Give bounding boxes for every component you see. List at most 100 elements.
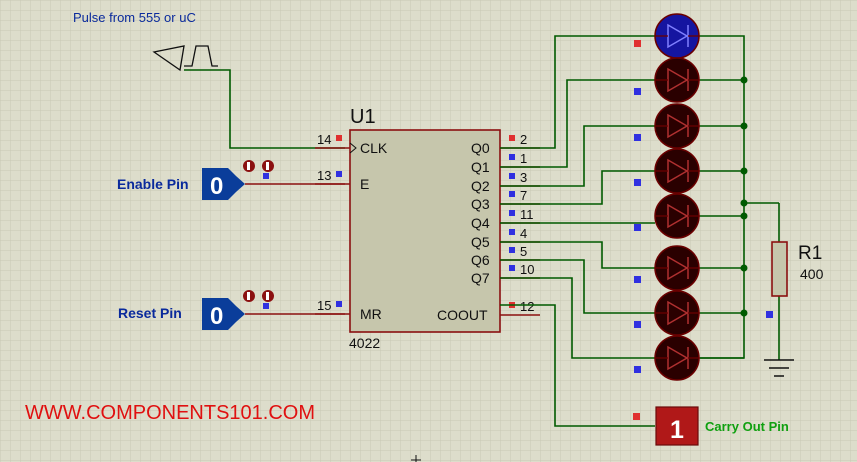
- led-diode-icon[interactable]: [654, 13, 700, 59]
- reset-label: Reset Pin: [118, 305, 182, 321]
- carry-logic-probe[interactable]: 1: [655, 406, 699, 446]
- junction-dot: [740, 199, 748, 207]
- chip-pin-number: 4: [520, 226, 527, 241]
- junction-dot: [740, 264, 748, 272]
- carry-probe-value: 1: [670, 416, 684, 444]
- chip-pin-marker: [509, 247, 515, 253]
- junction-dot: [740, 76, 748, 84]
- led-diode-icon[interactable]: [654, 103, 700, 149]
- chip-ref: U1: [350, 106, 376, 128]
- reset-probe-state-icon: [243, 290, 274, 302]
- chip-pin-marker: [509, 135, 515, 141]
- chip-pin-name: Q3: [471, 196, 490, 212]
- led-pin-marker: [634, 224, 641, 231]
- clock-triangle-icon: [349, 142, 357, 154]
- led-pin-marker: [634, 366, 641, 373]
- reset-pin-marker: [263, 303, 269, 309]
- chip-pin-marker: [509, 229, 515, 235]
- enable-probe-value: 0: [210, 173, 223, 200]
- chip-pin-name: Q7: [471, 270, 490, 286]
- output-wire: [500, 35, 655, 149]
- led-pin-marker: [634, 40, 641, 47]
- junction-dot: [740, 167, 748, 175]
- chip-pin-number: 5: [520, 244, 527, 259]
- chip-pin-marker: [336, 135, 342, 141]
- led-diode-icon[interactable]: [654, 245, 700, 291]
- chip-pin-name: Q4: [471, 215, 490, 231]
- chip-pin-number: 10: [520, 262, 534, 277]
- led-pin-marker: [634, 276, 641, 283]
- chip-pin-name: MR: [360, 306, 382, 322]
- enable-pin-marker: [263, 173, 269, 179]
- output-wires: [500, 35, 655, 359]
- chip-part: 4022: [349, 335, 380, 351]
- carry-wire: [500, 304, 655, 427]
- junction-dot: [740, 212, 748, 220]
- chip-pin-marker: [336, 301, 342, 307]
- chip-pin-name: Q2: [471, 178, 490, 194]
- junction-dot: [740, 309, 748, 317]
- chip-pin-number: 14: [317, 132, 331, 147]
- carry-label: Carry Out Pin: [705, 419, 789, 434]
- pulse-source-icon[interactable]: [152, 45, 218, 72]
- led-diode-icon[interactable]: [654, 148, 700, 194]
- chip-body[interactable]: [349, 129, 501, 333]
- output-wire: [500, 277, 655, 359]
- junction-dot: [740, 122, 748, 130]
- reset-probe-value: 0: [210, 303, 223, 330]
- chip-pin-name: CLK: [360, 140, 388, 156]
- carry-pin-marker: [633, 413, 640, 420]
- chip-pin-number: 11: [520, 207, 534, 222]
- output-wire: [500, 79, 655, 168]
- chip-pin-number: 15: [317, 298, 331, 313]
- led-diode-icon[interactable]: [654, 335, 700, 381]
- chip-pin-number: 2: [520, 132, 527, 147]
- chip-pin-name: Q0: [471, 140, 490, 156]
- chip-pin-number: 13: [317, 168, 331, 183]
- reset-logic-probe[interactable]: 0: [202, 298, 245, 330]
- chip-pin-name: Q1: [471, 159, 490, 175]
- pulse-label: Pulse from 555 or uC: [73, 10, 196, 25]
- chip-pin-marker: [509, 210, 515, 216]
- led-diode-icon[interactable]: [654, 57, 700, 103]
- led-diode-icon[interactable]: [654, 193, 700, 239]
- output-wire: [500, 170, 655, 205]
- chip-pin-name: Q6: [471, 252, 490, 268]
- chip-pin-marker: [509, 265, 515, 271]
- led-pin-marker: [634, 134, 641, 141]
- ground-icon: [764, 359, 794, 377]
- chip-pin-marker: [509, 191, 515, 197]
- enable-probe-state-icon: [243, 160, 274, 172]
- chip-pin-marker: [509, 173, 515, 179]
- clock-wire: [184, 69, 345, 149]
- chip-pin-name: E: [360, 176, 369, 192]
- chip-pin-marker: [336, 171, 342, 177]
- watermark: WWW.COMPONENTS101.COM: [25, 402, 315, 424]
- junction-dots: [740, 76, 748, 317]
- resistor-pin-marker: [766, 311, 773, 318]
- resistor-value: 400: [800, 266, 824, 282]
- output-wire: [500, 125, 655, 187]
- chip-pin-number: 7: [520, 188, 527, 203]
- enable-logic-probe[interactable]: 0: [202, 168, 245, 200]
- cursor-icon: [411, 455, 421, 462]
- led-pin-marker: [634, 88, 641, 95]
- led-pin-marker: [634, 321, 641, 328]
- chip-pin-number: 3: [520, 170, 527, 185]
- chip-pin-marker: [509, 154, 515, 160]
- output-wire: [500, 241, 655, 269]
- enable-label: Enable Pin: [117, 176, 189, 192]
- led-column: [634, 13, 744, 381]
- resistor-ref: R1: [798, 243, 822, 264]
- led-pin-marker: [634, 179, 641, 186]
- led-diode-icon[interactable]: [654, 290, 700, 336]
- common-bus: [700, 35, 780, 360]
- resistor-body[interactable]: [771, 241, 788, 297]
- chip-pin-number: 1: [520, 151, 527, 166]
- chip-pin-number: 12: [520, 299, 534, 314]
- chip-pin-name: Q5: [471, 234, 490, 250]
- chip-pin-name: COOUT: [437, 307, 488, 323]
- output-wire: [500, 259, 655, 314]
